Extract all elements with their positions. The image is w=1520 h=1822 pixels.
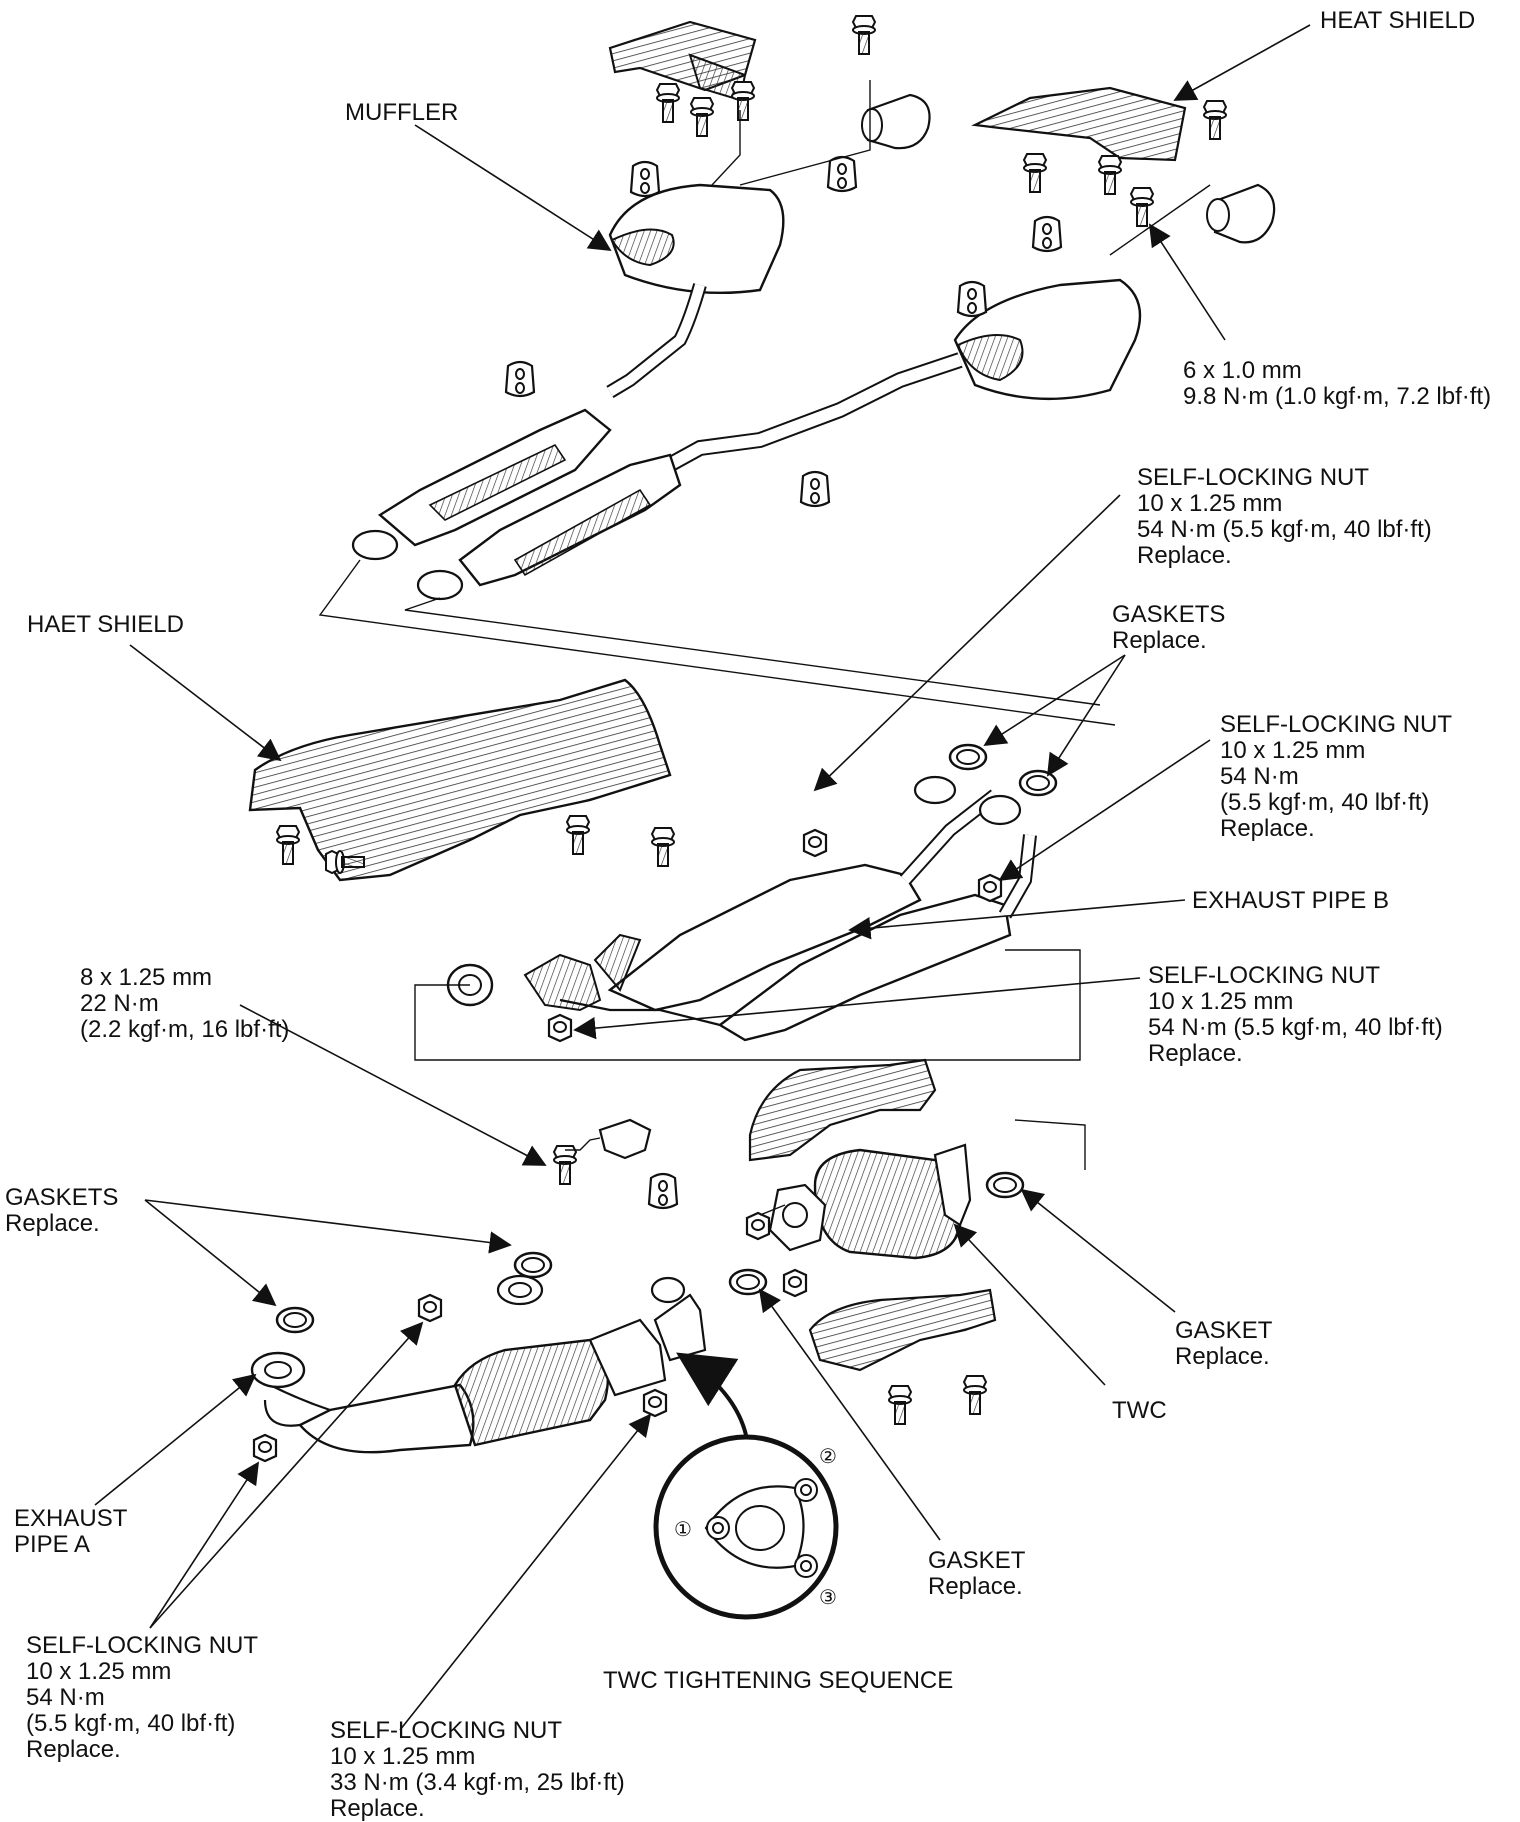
label-heat-shield-mid: HAET SHIELD [27, 611, 184, 638]
label-gaskets-left: GASKETS Replace. [5, 1184, 119, 1237]
exhaust-pipe-a [250, 1274, 707, 1454]
label-bolt-8x125: 8 x 1.25 mm 22 N·m (2.2 kgf·m, 16 lbf·ft… [80, 964, 290, 1043]
exhaust-pipe-b [446, 775, 1037, 1042]
label-gaskets-top: GASKETS Replace. [1112, 601, 1226, 654]
twc-lower-heat-shield [808, 1288, 997, 1372]
sequence-mark-2: ② [819, 1444, 837, 1468]
sequence-nut-3 [794, 1554, 818, 1578]
muffler-right [953, 278, 1142, 401]
label-nut-bottom-left: SELF-LOCKING NUT 10 x 1.25 mm 54 N·m (5.… [26, 1632, 259, 1763]
label-exhaust-pipe-a: EXHAUST PIPE A [14, 1505, 128, 1558]
label-heat-shield-top: HEAT SHIELD [1320, 7, 1476, 34]
upper-heat-shield-right [971, 86, 1187, 162]
label-nut-b-flange: SELF-LOCKING NUT 10 x 1.25 mm 54 N·m (5.… [1148, 962, 1443, 1067]
upper-pipes [656, 352, 963, 478]
label-twc-tightening-sequence: TWC TIGHTENING SEQUENCE [603, 1667, 954, 1694]
middle-heat-shield [248, 678, 672, 882]
twc-leaders [759, 1119, 1086, 1216]
upper-leader-lines [318, 80, 1211, 726]
sequence-mark-1: ① [674, 1517, 692, 1541]
twc-sequence-circle: ① ② ③ [653, 1352, 839, 1620]
twc-upper-heat-shield [748, 1058, 937, 1162]
label-bolt-6x1: 6 x 1.0 mm 9.8 N·m (1.0 kgf·m, 7.2 lbf·f… [1183, 357, 1492, 410]
twc-bracket [565, 1118, 679, 1210]
label-muffler: MUFFLER [345, 99, 459, 126]
upper-heat-shield-left [608, 20, 757, 102]
sequence-nut-1 [706, 1516, 730, 1540]
upper-catalytic-converters [351, 408, 682, 601]
pipe-b-leaders [414, 949, 1081, 1061]
callout-arrows [94, 24, 1311, 1731]
label-gasket-bottom: GASKET Replace. [928, 1547, 1026, 1600]
label-nut-bottom-center: SELF-LOCKING NUT 10 x 1.25 mm 33 N·m (3.… [330, 1717, 625, 1822]
sequence-mark-3: ③ [819, 1585, 837, 1609]
twc-converter [768, 1143, 972, 1260]
label-twc: TWC [1112, 1397, 1167, 1424]
tailpipe-tips [861, 93, 1276, 244]
label-exhaust-pipe-b: EXHAUST PIPE B [1192, 887, 1389, 914]
sequence-nut-2 [794, 1478, 818, 1502]
label-nut-top-right: SELF-LOCKING NUT 10 x 1.25 mm 54 N·m (5.… [1137, 464, 1432, 569]
muffler-left [606, 183, 785, 399]
label-gasket-right: GASKET Replace. [1175, 1317, 1273, 1370]
label-nut-mid-right: SELF-LOCKING NUT 10 x 1.25 mm 54 N·m (5.… [1220, 711, 1453, 842]
